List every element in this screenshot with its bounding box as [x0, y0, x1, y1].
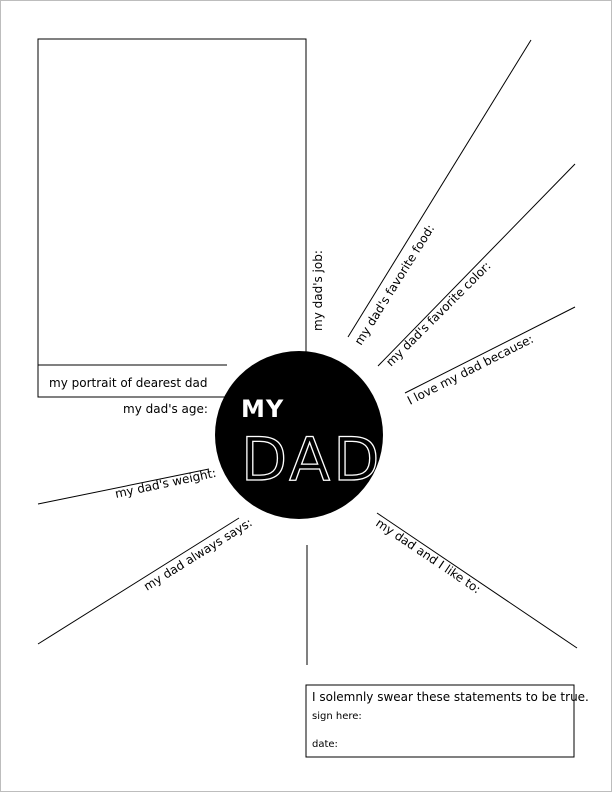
title-circle: [215, 351, 383, 519]
title-dad: DAD: [241, 425, 382, 495]
ray-like: [376, 512, 578, 649]
ray-color: [377, 163, 576, 367]
title-my: MY: [241, 395, 284, 423]
prompt-love: I love my dad because:: [405, 332, 536, 408]
portrait-caption: my portrait of dearest dad: [49, 376, 208, 390]
portrait-frame: [37, 38, 307, 398]
prompt-weight: my dad's weight:: [114, 466, 218, 501]
ray-love: [404, 306, 576, 394]
sign-here-label: sign here:: [312, 711, 362, 722]
signature-statement: I solemnly swear these statements to be …: [312, 690, 589, 704]
prompt-age: my dad's age:: [123, 402, 208, 416]
date-label: date:: [312, 739, 338, 750]
ray-says: [37, 517, 240, 645]
ray-food: [347, 39, 532, 338]
prompt-job: my dad's job:: [311, 250, 325, 331]
prompt-like: my dad and I like to:: [373, 516, 483, 597]
ray-weight: [37, 468, 210, 505]
signature-box: [305, 684, 575, 758]
prompt-says: my dad always says:: [141, 515, 254, 593]
